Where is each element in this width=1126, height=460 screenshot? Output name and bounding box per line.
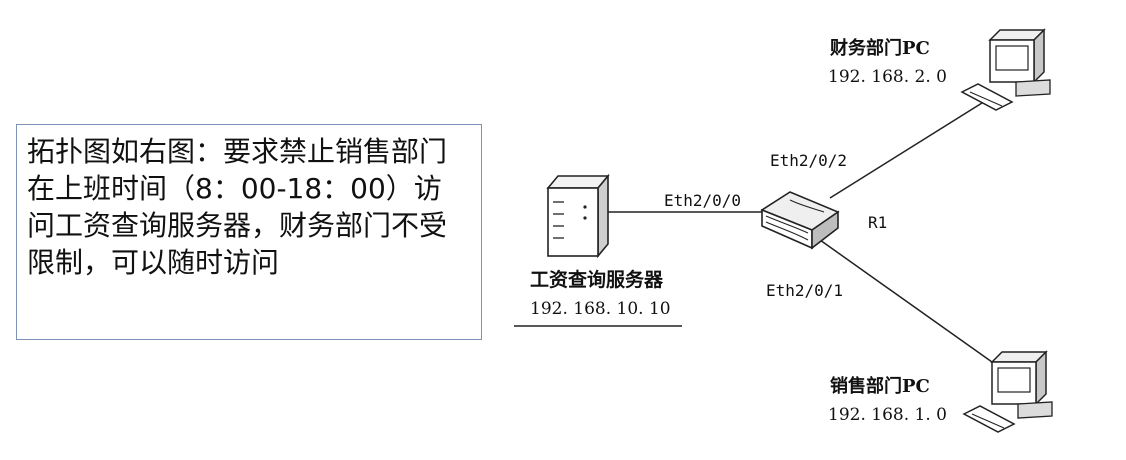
router-icon [762,192,838,248]
sales-interface-label: Eth2/0/1 [766,281,843,300]
sales-pc-icon [964,352,1052,432]
sales-pc-name-label: 销售部门PC [830,375,930,397]
server-name-label: 工资查询服务器 [530,268,664,291]
finance-interface-label: Eth2/0/2 [770,151,847,170]
link-router-sales [820,240,992,362]
finance-pc-ip-label: 192. 168. 2. 0 [828,67,947,87]
server-icon [548,176,608,256]
server-ip-label: 192. 168. 10. 10 [530,299,671,319]
server-interface-label: Eth2/0/0 [664,191,741,210]
link-router-finance [830,98,990,198]
finance-pc-icon [962,30,1050,110]
router-name-label: R1 [868,213,887,232]
sales-pc-ip-label: 192. 168. 1. 0 [828,405,947,425]
finance-pc-name-label: 财务部门PC [830,37,930,59]
